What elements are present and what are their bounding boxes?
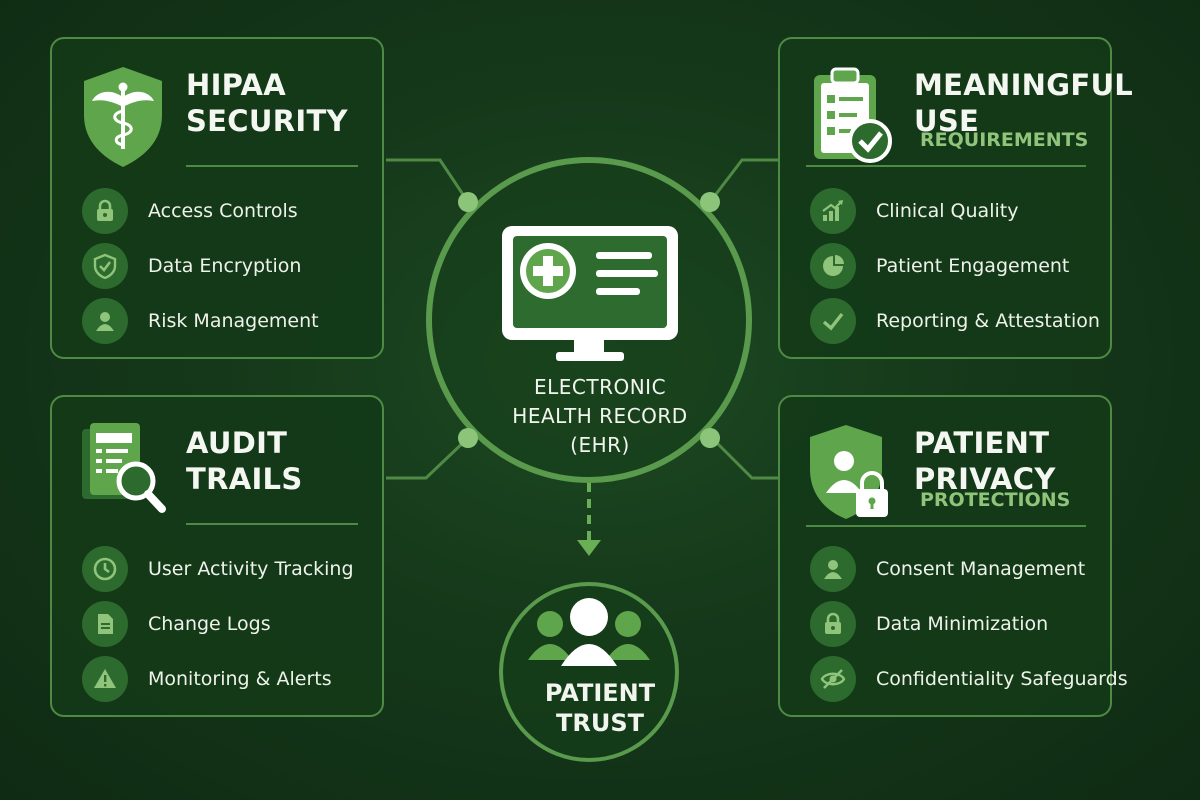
hub-node-top-right	[700, 192, 720, 212]
patient-trust-title-line: PATIENT	[544, 679, 656, 707]
card-title-line: MEANINGFUL	[914, 68, 1134, 102]
card-title-line: SECURITY	[186, 104, 348, 138]
item-label: Monitoring & Alerts	[148, 667, 332, 690]
shield-caduceus-icon	[84, 67, 162, 167]
list-item: Reporting & Attestation	[810, 293, 1110, 348]
connector-audit	[386, 436, 470, 480]
card-title: AUDIT TRAILS	[186, 425, 376, 497]
patient-trust-title: PATIENT TRUST	[500, 678, 700, 738]
eye-slash-icon	[810, 655, 856, 702]
list-item: Access Controls	[82, 183, 382, 238]
connector-meaningful-use	[708, 158, 778, 203]
item-label: Data Encryption	[148, 254, 302, 277]
connector-hipaa	[386, 158, 470, 203]
document-icon	[82, 600, 128, 647]
card-divider	[186, 523, 358, 525]
card-divider	[806, 165, 1086, 167]
meaningful-use-item-list: Clinical Quality Patient Engagement Repo…	[810, 183, 1110, 348]
item-label: Confidentiality Safeguards	[876, 667, 1128, 690]
pie-chart-icon	[810, 242, 856, 289]
lock-icon	[82, 187, 128, 234]
connector-privacy	[710, 436, 778, 480]
list-item: Data Minimization	[810, 596, 1110, 651]
hub-node-bottom-left	[458, 428, 478, 448]
patient-trust-title-line: TRUST	[556, 709, 644, 737]
card-subtitle: REQUIREMENTS	[920, 129, 1089, 151]
ehr-title-line: ELECTRONIC	[533, 375, 667, 399]
item-label: Risk Management	[148, 309, 319, 332]
item-label: User Activity Tracking	[148, 557, 354, 580]
trust-arrow-head	[577, 540, 601, 556]
patient-privacy-card: PATIENT PRIVACY PROTECTIONS Consent Mana…	[778, 395, 1128, 717]
card-divider	[806, 525, 1086, 527]
item-label: Reporting & Attestation	[876, 309, 1100, 332]
item-label: Patient Engagement	[876, 254, 1070, 277]
bar-chart-up-icon	[810, 187, 856, 234]
card-title-line: USE	[914, 104, 980, 138]
card-divider	[186, 165, 358, 167]
audit-trails-card: AUDIT TRAILS User Activity Tracking Chan…	[50, 395, 384, 717]
item-label: Consent Management	[876, 557, 1086, 580]
person-icon	[82, 297, 128, 344]
meaningful-use-card: MEANINGFUL USE REQUIREMENTS Clinical Qua…	[778, 37, 1134, 359]
item-label: Clinical Quality	[876, 199, 1019, 222]
clipboard-check-icon	[814, 67, 892, 163]
list-item: Consent Management	[810, 541, 1110, 596]
hub-node-top-left	[458, 192, 478, 212]
clock-icon	[82, 545, 128, 592]
list-item: Clinical Quality	[810, 183, 1110, 238]
list-item: Confidentiality Safeguards	[810, 651, 1128, 706]
list-item: Change Logs	[82, 596, 382, 651]
card-title-line: HIPAA	[186, 68, 287, 102]
item-label: Change Logs	[148, 612, 271, 635]
card-title-line: AUDIT	[186, 426, 288, 460]
person-icon	[810, 545, 856, 592]
list-item: Patient Engagement	[810, 238, 1110, 293]
card-title-line: PRIVACY	[914, 462, 1056, 496]
ehr-title-line: (EHR)	[570, 433, 630, 457]
list-item: Risk Management	[82, 293, 382, 348]
item-label: Data Minimization	[876, 612, 1049, 635]
lock-icon	[810, 600, 856, 647]
card-title: MEANINGFUL USE	[914, 67, 1134, 139]
patient-group-icon	[528, 598, 650, 666]
shield-check-icon	[82, 242, 128, 289]
list-item: Data Encryption	[82, 238, 382, 293]
monitor-medical-cross-icon	[502, 226, 678, 361]
shield-person-lock-icon	[810, 425, 888, 519]
hub-node-bottom-right	[700, 428, 720, 448]
audit-item-list: User Activity Tracking Change Logs Monit…	[82, 541, 382, 706]
ehr-title: ELECTRONIC HEALTH RECORD (EHR)	[470, 373, 730, 460]
card-subtitle: PROTECTIONS	[920, 489, 1071, 511]
hipaa-security-card: HIPAA SECURITY Access Controls Data Encr…	[50, 37, 384, 359]
document-magnifier-icon	[82, 423, 166, 513]
list-item: User Activity Tracking	[82, 541, 382, 596]
warning-icon	[82, 655, 128, 702]
privacy-item-list: Consent Management Data Minimization Con…	[810, 541, 1128, 706]
checkmark-icon	[810, 297, 856, 344]
item-label: Access Controls	[148, 199, 298, 222]
ehr-title-line: HEALTH RECORD	[512, 404, 688, 428]
card-title: HIPAA SECURITY	[186, 67, 376, 139]
hipaa-item-list: Access Controls Data Encryption Risk Man…	[82, 183, 382, 348]
list-item: Monitoring & Alerts	[82, 651, 382, 706]
card-title: PATIENT PRIVACY	[914, 425, 1104, 497]
card-title-line: PATIENT	[914, 426, 1050, 460]
card-title-line: TRAILS	[186, 462, 303, 496]
